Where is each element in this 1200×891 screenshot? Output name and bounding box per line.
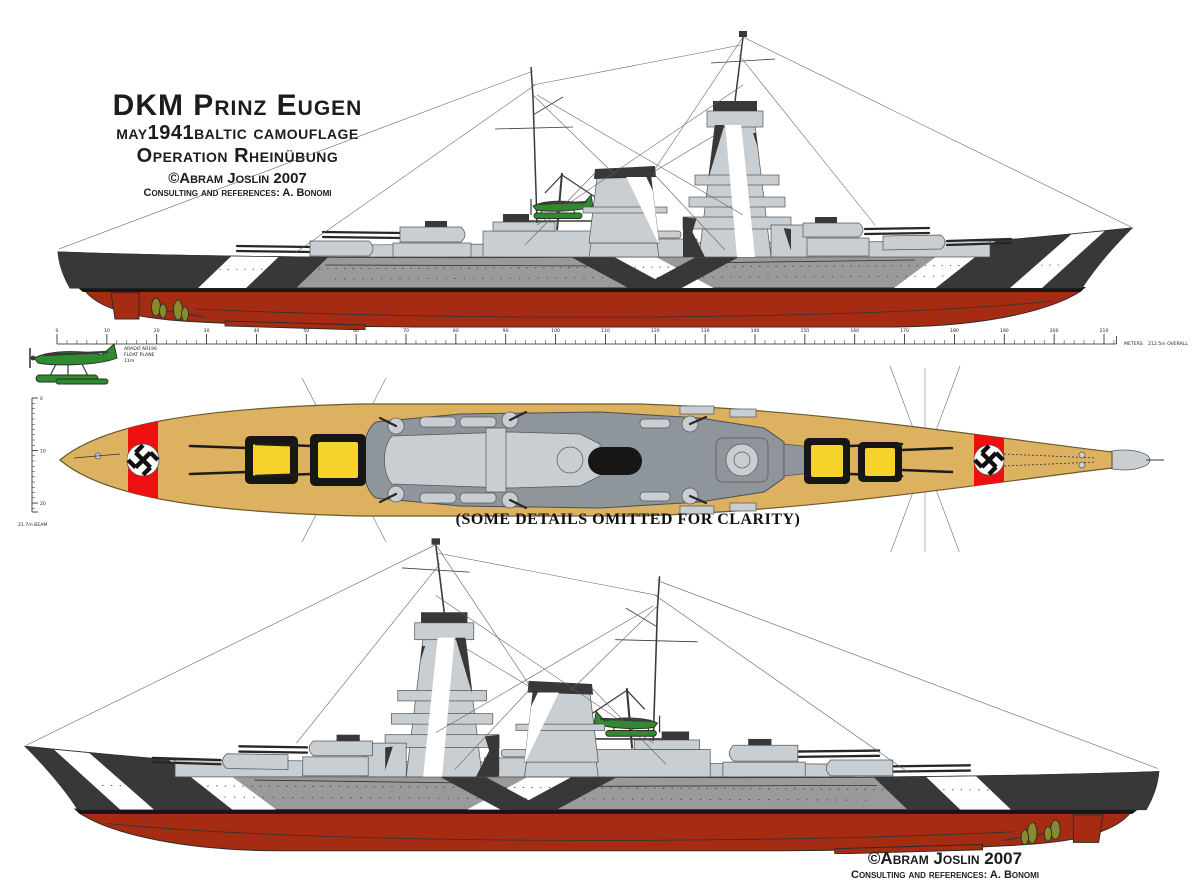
ruler-tick-label: 20: [40, 501, 46, 507]
beam-ruler: 21.7m BEAM 0 10 20: [18, 396, 47, 528]
ruler-tick-label: 130: [701, 328, 710, 334]
ruler-tick-label: 60: [353, 328, 359, 334]
plan-turret-C: [254, 434, 366, 486]
ship-boat: [459, 416, 497, 428]
plan-caption: (SOME DETAILS OMITTED FOR CLARITY): [455, 511, 801, 528]
ruler-tick-label: 20: [154, 328, 160, 334]
ruler-tick-label: 40: [253, 328, 259, 334]
ruler-tick-label: 90: [503, 328, 509, 334]
ruler-tick-label: 0: [56, 328, 59, 334]
ruler-tick-label: 30: [204, 328, 210, 334]
ruler-tick-label: 70: [403, 328, 409, 334]
side-profile-starboard: [55, 25, 1135, 330]
credits-line: Consulting and references: A. Bonomi: [851, 869, 1039, 881]
credit-block: ©Abram Joslin 2007 Consulting and refere…: [770, 849, 1120, 881]
copyright-line: ©Abram Joslin 2007: [168, 170, 307, 188]
ruler-tick-label: 120: [651, 328, 660, 334]
ruler-tick-label: 80: [453, 328, 459, 334]
operation-name: Operation Rheinübung: [136, 145, 339, 168]
ruler-tick-label: 100: [551, 328, 560, 334]
scale-ruler: METERS 212.5m OVERALL 0 10 20 30 40 50 60 70 80 9…: [56, 328, 1189, 347]
swastika-marking-fwd: [973, 444, 1005, 476]
ruler-tick-label: 150: [800, 328, 809, 334]
plan-turret-D: [188, 436, 298, 484]
side-profile-port: [22, 532, 1162, 854]
ruler-tick-label: 160: [850, 328, 859, 334]
scale-unit-label: METERS: [1124, 341, 1143, 347]
floatplane-scale-figure: ARADO AR196 FLOAT PLANE 11m: [29, 343, 157, 385]
svg-text:ARADO AR196: ARADO AR196: [124, 346, 157, 352]
deck-plan-view: [59, 365, 1164, 552]
floatplane-label: ARADO AR196 FLOAT PLANE 11m: [124, 346, 157, 364]
ruler-tick-label: 210: [1100, 328, 1109, 334]
title-block: DKM Prinz Eugen may1941baltic camouflage…: [45, 89, 430, 200]
ruler-tick-label: 10: [40, 449, 46, 455]
funnel-casing: [556, 446, 584, 474]
bow-deck-details: [73, 405, 1097, 515]
swastika-marking-aft: [126, 443, 160, 477]
secondary-turrets: [378, 410, 708, 510]
ruler-tick-label: 50: [303, 328, 309, 334]
drawing-subtitle: may1941baltic camouflage: [116, 122, 359, 145]
ship-boat: [639, 491, 671, 502]
drawing-title: DKM Prinz Eugen: [112, 89, 363, 122]
arado-floatplane-icon: [29, 343, 118, 385]
svg-text:FLOAT PLANE: FLOAT PLANE: [124, 352, 155, 358]
ruler-tick-label: 140: [751, 328, 760, 334]
ruler-tick-label: 10: [104, 328, 110, 334]
ruler-tick-label: 110: [601, 328, 610, 334]
ruler-tick-label: 180: [950, 328, 959, 334]
overall-length-label: 212.5m OVERALL: [1148, 341, 1188, 347]
copyright-line: ©Abram Joslin 2007: [867, 849, 1023, 868]
ship-boat: [639, 418, 671, 429]
ship-boat: [419, 492, 457, 504]
funnel-opening: [588, 447, 642, 475]
svg-text:11m: 11m: [124, 358, 135, 364]
credits-line: Consulting and references: A. Bonomi: [143, 187, 332, 200]
ship-boat: [419, 416, 457, 428]
ship-boat: [459, 492, 497, 504]
plan-turret-A: [858, 442, 954, 482]
ruler-tick-label: 170: [900, 328, 909, 334]
beam-label: 21.7m BEAM: [18, 522, 47, 528]
ruler-tick-label: 200: [1050, 328, 1059, 334]
ruler-tick-label: 190: [1000, 328, 1009, 334]
ruler-tick-label: 0: [40, 396, 43, 402]
gun-deck-cross: [485, 427, 507, 493]
